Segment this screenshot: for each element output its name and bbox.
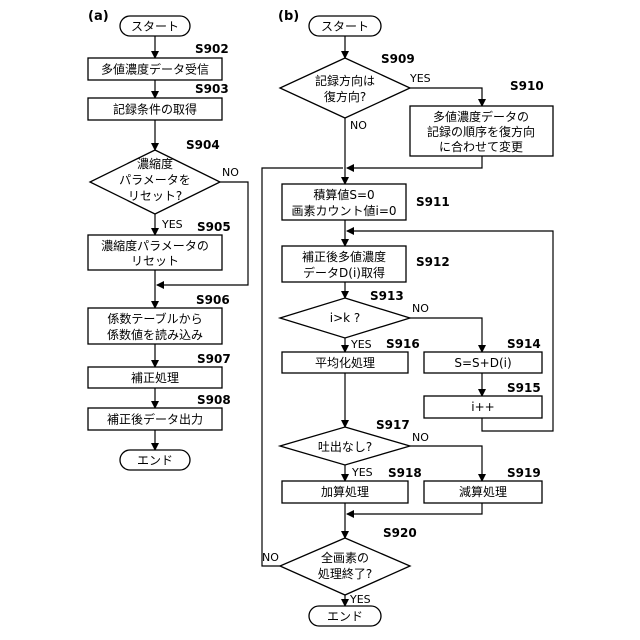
svg-text:NO: NO — [350, 119, 367, 132]
svg-text:スタート: スタート — [131, 20, 179, 34]
svg-text:S904: S904 — [186, 138, 220, 152]
svg-text:パラメータを: パラメータを — [119, 173, 191, 187]
svg-text:S916: S916 — [386, 337, 420, 351]
svg-text:リセット?: リセット? — [128, 189, 182, 203]
svg-text:S907: S907 — [197, 352, 231, 366]
svg-text:S912: S912 — [416, 255, 450, 269]
svg-text:S918: S918 — [388, 466, 422, 480]
panel-b-label: (b) — [278, 9, 299, 24]
svg-text:S913: S913 — [370, 289, 404, 303]
decision-s904: 濃縮度 パラメータを リセット? S904 YES NO — [90, 138, 239, 231]
step-s906: 係数テーブルから 係数値を読み込み S906 — [88, 293, 230, 344]
svg-text:S919: S919 — [507, 466, 541, 480]
svg-text:S=S+D(i): S=S+D(i) — [454, 356, 511, 370]
svg-text:YES: YES — [350, 338, 372, 351]
svg-text:リセット: リセット — [131, 254, 179, 268]
svg-text:平均化処理: 平均化処理 — [315, 356, 375, 370]
svg-text:係数値を読み込み: 係数値を読み込み — [107, 327, 203, 342]
decision-s920: 全画素の 処理終了? S920 YES NO — [262, 526, 417, 606]
svg-text:記録の順序を復方向: 記録の順序を復方向 — [427, 124, 535, 139]
svg-text:YES: YES — [161, 218, 183, 231]
svg-text:エンド: エンド — [137, 454, 173, 468]
svg-text:S914: S914 — [507, 337, 541, 351]
svg-text:エンド: エンド — [327, 610, 363, 624]
step-s908: 補正後データ出力 S908 — [88, 393, 231, 430]
svg-text:NO: NO — [222, 166, 239, 179]
step-s915: i++ S915 — [424, 381, 542, 418]
svg-text:i++: i++ — [471, 400, 494, 414]
decision-s909: 記録方向は 復方向? S909 YES NO — [280, 52, 431, 132]
svg-text:S915: S915 — [507, 381, 541, 395]
step-s912: 補正後多値濃度 データD(i)取得 S912 — [282, 246, 450, 282]
start-terminal-a: スタート — [120, 16, 190, 36]
svg-text:S902: S902 — [195, 42, 229, 56]
step-s911: 積算値S=0 画素カウント値i=0 S911 — [282, 184, 450, 220]
svg-text:復方向?: 復方向? — [324, 89, 366, 104]
start-terminal-b: スタート — [309, 16, 381, 36]
svg-text:積算値S=0: 積算値S=0 — [313, 187, 374, 202]
svg-text:NO: NO — [412, 302, 429, 315]
svg-text:濃縮度パラメータの: 濃縮度パラメータの — [101, 238, 209, 253]
svg-text:i>k ?: i>k ? — [330, 311, 361, 325]
svg-text:S905: S905 — [197, 220, 231, 234]
svg-text:S920: S920 — [383, 526, 417, 540]
svg-text:S909: S909 — [381, 52, 415, 66]
svg-text:減算処理: 減算処理 — [459, 484, 507, 499]
svg-text:S906: S906 — [196, 293, 230, 307]
svg-text:に合わせて変更: に合わせて変更 — [439, 139, 523, 154]
svg-text:全画素の: 全画素の — [321, 550, 369, 565]
svg-text:S917: S917 — [376, 418, 410, 432]
step-s914: S=S+D(i) S914 — [424, 337, 542, 373]
step-s903: 記録条件の取得 S903 — [88, 82, 229, 120]
svg-text:補正処理: 補正処理 — [131, 371, 179, 385]
step-s902: 多値濃度データ受信 S902 — [88, 42, 229, 80]
svg-text:スタート: スタート — [321, 20, 369, 34]
svg-text:記録条件の取得: 記録条件の取得 — [113, 102, 197, 117]
svg-text:S910: S910 — [510, 79, 544, 93]
svg-text:多値濃度データの: 多値濃度データの — [433, 109, 529, 124]
panel-a-label: (a) — [88, 9, 109, 24]
svg-text:NO: NO — [262, 551, 279, 564]
svg-text:データD(i)取得: データD(i)取得 — [303, 265, 385, 280]
step-s907: 補正処理 S907 — [88, 352, 231, 388]
svg-text:吐出なし?: 吐出なし? — [318, 440, 372, 454]
svg-text:記録方向は: 記録方向は — [315, 73, 375, 88]
svg-text:YES: YES — [349, 593, 371, 606]
svg-text:処理終了?: 処理終了? — [318, 566, 372, 581]
svg-text:係数テーブルから: 係数テーブルから — [107, 311, 202, 326]
svg-text:YES: YES — [351, 466, 373, 479]
svg-text:画素カウント値i=0: 画素カウント値i=0 — [291, 203, 396, 218]
svg-text:YES: YES — [409, 72, 431, 85]
end-terminal-a: エンド — [120, 450, 190, 470]
svg-text:濃縮度: 濃縮度 — [137, 156, 173, 171]
svg-text:多値濃度データ受信: 多値濃度データ受信 — [101, 62, 209, 77]
step-s919: 減算処理 S919 — [424, 466, 542, 503]
svg-text:補正後データ出力: 補正後データ出力 — [107, 412, 203, 427]
svg-text:S903: S903 — [195, 82, 229, 96]
step-s905: 濃縮度パラメータの リセット S905 — [88, 220, 231, 270]
svg-text:S908: S908 — [197, 393, 231, 407]
svg-text:加算処理: 加算処理 — [321, 484, 369, 499]
svg-text:S911: S911 — [416, 195, 450, 209]
svg-text:補正後多値濃度: 補正後多値濃度 — [302, 249, 386, 264]
end-terminal-b: エンド — [309, 606, 381, 626]
svg-text:NO: NO — [412, 431, 429, 444]
